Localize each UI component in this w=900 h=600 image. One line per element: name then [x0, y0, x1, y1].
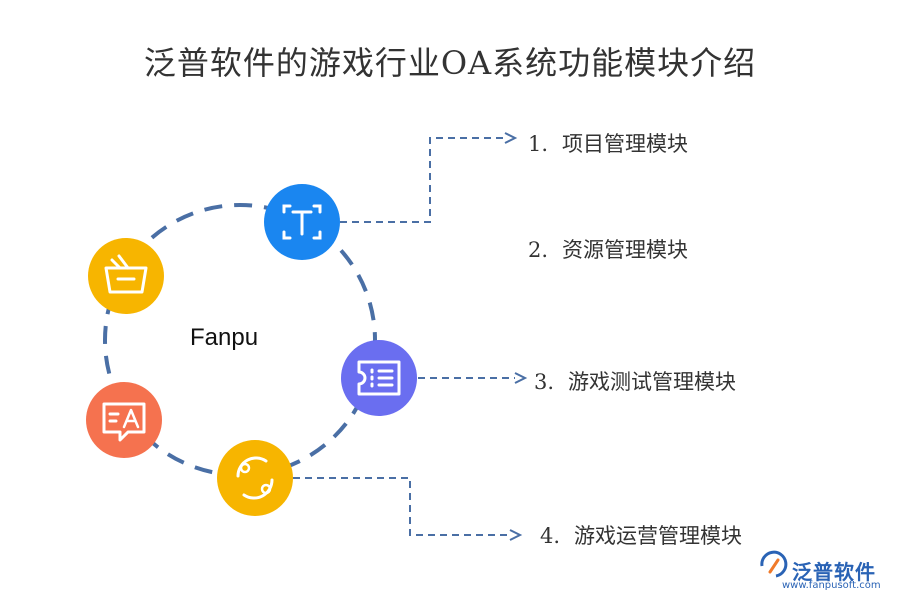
text-recognition-icon [264, 184, 340, 260]
module-label: 游戏运营管理模块 [574, 524, 743, 548]
module-item-4: 4. 游戏运营管理模块 [540, 520, 742, 550]
arrowhead-4 [509, 529, 523, 541]
basket-icon [88, 238, 164, 314]
arrowhead-3 [514, 372, 528, 384]
module-number: 3. [534, 370, 555, 394]
module-label: 游戏测试管理模块 [568, 370, 737, 394]
arrowhead-1 [504, 132, 518, 144]
module-item-1: 1. 项目管理模块 [528, 128, 688, 158]
connector-1 [340, 137, 505, 223]
center-label: Fanpu [190, 324, 259, 351]
module-item-3: 3. 游戏测试管理模块 [534, 366, 736, 396]
exchange-icon [217, 440, 293, 516]
module-label: 项目管理模块 [562, 132, 689, 156]
page-title: 泛普软件的游戏行业OA系统功能模块介绍 [143, 44, 757, 82]
translate-icon [86, 382, 162, 458]
brand-logo: 泛普软件 [792, 556, 876, 585]
module-number: 1. [528, 132, 549, 156]
brand-name: 泛普软件 [792, 560, 876, 584]
ticket-list-icon [341, 340, 417, 416]
connector-4 [293, 477, 510, 536]
module-item-2: 2. 资源管理模块 [528, 234, 688, 264]
module-number: 2. [528, 238, 549, 262]
module-number: 4. [540, 524, 561, 548]
module-label: 资源管理模块 [562, 238, 689, 262]
brand-url: www.fanpusoft.com [782, 580, 881, 591]
brand-logo-icon [760, 550, 788, 578]
